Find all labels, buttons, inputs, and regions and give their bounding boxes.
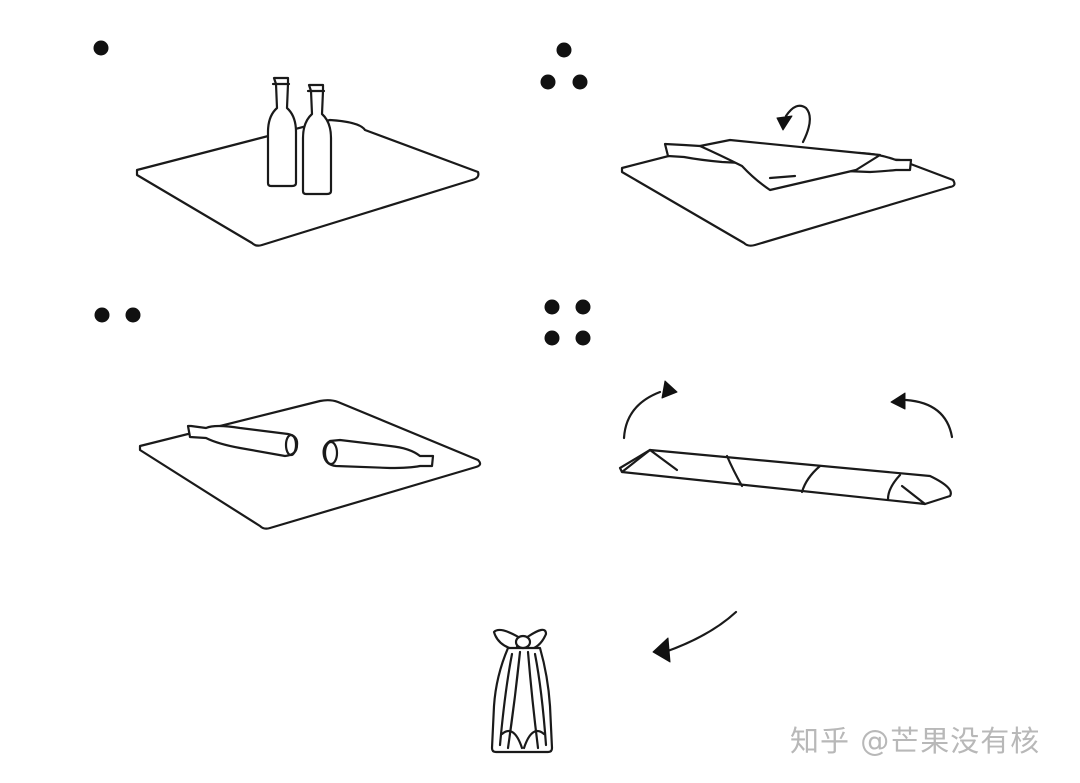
step-4-marker <box>544 299 591 346</box>
step-1-bottle-left <box>266 76 298 188</box>
step-4-roll-arrow-right-icon <box>890 392 954 439</box>
step-5-wrapped-bottles <box>490 646 554 754</box>
step-2-bottle-right <box>322 438 435 470</box>
step-5 <box>490 628 554 754</box>
step-3 <box>540 42 956 247</box>
step-3-fold-arrow-icon <box>776 104 811 144</box>
step-1-marker <box>93 40 109 56</box>
step-3-folded-flap <box>698 138 882 192</box>
step-4-roll-arrow-left-icon <box>622 380 678 440</box>
zhihu-watermark: 知乎 @芒果没有核 <box>790 724 1041 758</box>
step-4-rolled-tube <box>618 448 952 506</box>
step-2 <box>94 307 482 530</box>
step-5-transition-arrow-icon <box>652 610 738 663</box>
step-4 <box>544 299 954 506</box>
step-1 <box>93 40 480 247</box>
step-2-marker <box>94 307 141 323</box>
step-1-bottle-right <box>301 83 333 196</box>
step-3-marker <box>540 42 588 90</box>
